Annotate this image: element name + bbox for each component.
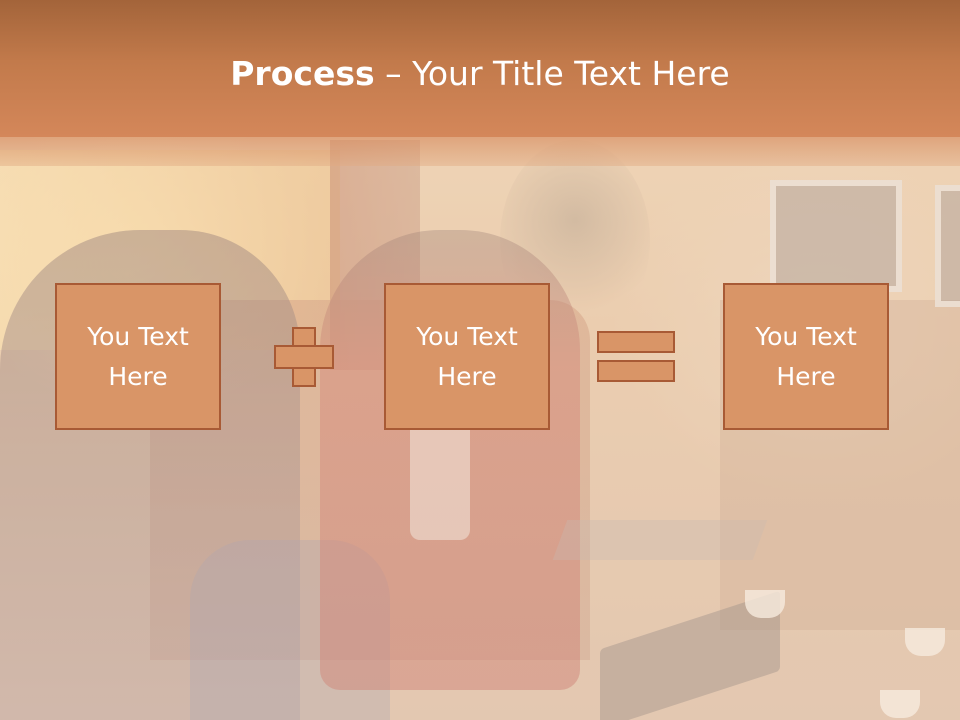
process-box-3-line1: You Text — [755, 321, 857, 351]
process-box-2-line1: You Text — [416, 321, 518, 351]
title-bold: Process — [230, 54, 375, 93]
process-box-1-line1: You Text — [87, 321, 189, 351]
equals-icon-bottom-bar — [597, 360, 675, 382]
title-bar — [0, 0, 960, 137]
shirt — [410, 420, 470, 540]
cup — [880, 690, 920, 718]
title-rest: – Your Title Text Here — [374, 54, 730, 93]
cup — [745, 590, 785, 618]
slide-title[interactable]: Process – Your Title Text Here — [0, 52, 960, 96]
title-bar-band — [0, 137, 960, 166]
plus-icon-center — [294, 347, 314, 367]
monitor-secondary — [935, 185, 960, 307]
cup — [905, 628, 945, 656]
equals-icon-top-bar — [597, 331, 675, 353]
process-box-1-line2: Here — [108, 361, 168, 391]
process-box-3-line2: Here — [776, 361, 836, 391]
process-box-2-line2: Here — [437, 361, 497, 391]
